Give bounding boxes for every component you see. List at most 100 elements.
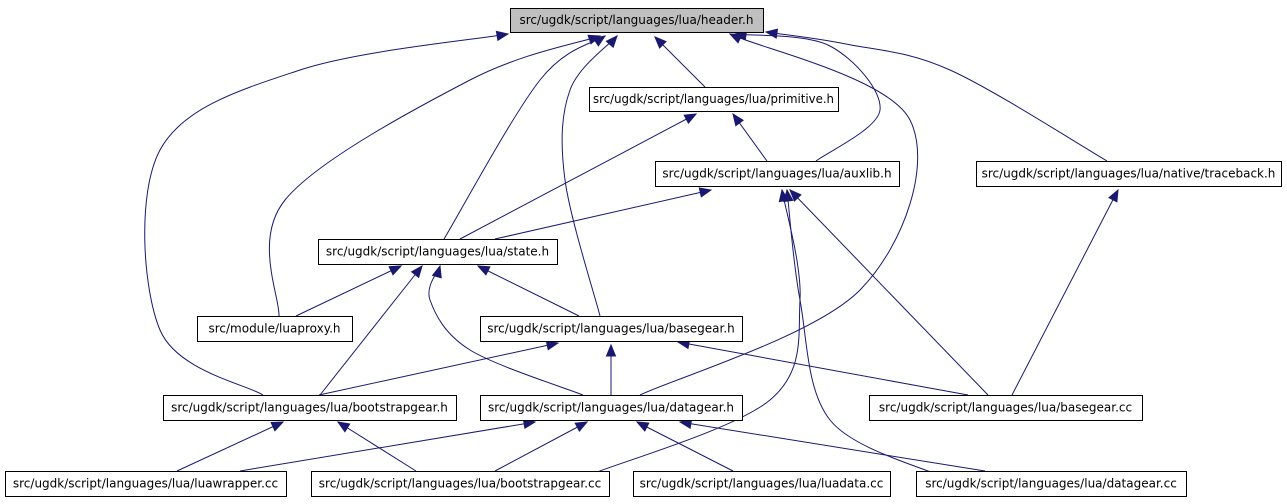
node-state[interactable]: src/ugdk/script/languages/lua/state.h [318, 239, 558, 265]
edge-line [337, 421, 417, 472]
arrowhead-icon [783, 188, 794, 203]
edge-luadata-cc-to-datagear-h [635, 421, 734, 472]
edge-auxlib-to-primitive [732, 112, 768, 162]
edge-basegear-h-to-state [476, 265, 580, 317]
edge-line [591, 189, 801, 475]
edge-line [494, 421, 588, 472]
node-datagear-cc[interactable]: src/ugdk/script/languages/lua/datagear.c… [916, 471, 1187, 497]
node-label: src/ugdk/script/languages/lua/basegear.h [487, 322, 735, 336]
edge-bootstrapgear-h-to-header [144, 30, 510, 396]
edge-line [459, 113, 697, 240]
node-label: src/ugdk/script/languages/lua/header.h [520, 13, 754, 27]
edge-line [734, 33, 881, 162]
node-box [311, 471, 610, 497]
edge-state-to-auxlib [494, 187, 713, 240]
edge-line [176, 421, 284, 472]
edge-state-to-header [443, 35, 607, 240]
node-label: src/module/luaproxy.h [208, 322, 340, 336]
node-label: src/ugdk/script/languages/lua/luadata.cc [640, 477, 884, 491]
node-label: src/ugdk/script/languages/lua/basegear.c… [879, 401, 1132, 415]
edge-line [677, 341, 969, 396]
arrowhead-icon [728, 33, 743, 44]
edge-datagear-h-to-header [639, 33, 919, 396]
edge-basegear-cc-to-traceback [1011, 188, 1119, 396]
node-label: src/ugdk/script/languages/lua/state.h [326, 245, 549, 259]
node-label: src/ugdk/script/languages/lua/datagear.h [488, 401, 734, 415]
edge-line [428, 265, 584, 396]
edge-line [239, 421, 536, 472]
edge-line [144, 33, 509, 396]
edge-line [269, 35, 601, 317]
nodes-layer: src/ugdk/script/languages/lua/header.h sr… [5, 8, 1282, 497]
arrowhead-icon [574, 421, 589, 432]
edge-line [636, 421, 734, 472]
edge-line [654, 36, 706, 88]
edge-bootstrapgear-cc-to-bootstrapgear-h [336, 421, 417, 472]
edge-luaproxy-to-header [269, 34, 602, 317]
arrowhead-icon [545, 340, 560, 351]
edge-datagear-cc-to-auxlib [783, 188, 941, 477]
node-luadata-cc[interactable]: src/ugdk/script/languages/lua/luadata.cc [633, 471, 891, 497]
edge-bootstrapgear-cc-to-datagear-h [494, 421, 589, 472]
node-box [163, 395, 457, 421]
node-luaproxy[interactable]: src/module/luaproxy.h [197, 316, 353, 342]
edge-line [679, 421, 986, 472]
node-label: src/ugdk/script/languages/lua/bootstrapg… [171, 401, 448, 415]
arrowhead-icon [270, 421, 285, 432]
edge-line [765, 31, 1108, 162]
edge-basegear-cc-to-basegear-h [676, 338, 969, 396]
node-luawrapper-cc[interactable]: src/ugdk/script/languages/lua/luawrapper… [5, 471, 287, 497]
edge-basegear-cc-to-auxlib [789, 189, 989, 396]
node-basegear-h[interactable]: src/ugdk/script/languages/lua/basegear.h [480, 316, 743, 342]
arrowhead-icon [698, 187, 713, 198]
node-basegear-cc[interactable]: src/ugdk/script/languages/lua/basegear.c… [869, 395, 1143, 421]
edge-line [1011, 189, 1119, 396]
edge-line [443, 35, 606, 240]
arrowhead-icon [683, 113, 698, 124]
node-primitive[interactable]: src/ugdk/script/languages/lua/primitive.… [589, 87, 839, 112]
edge-luaproxy-to-state [295, 265, 403, 317]
arrowhead-icon [764, 28, 779, 39]
arrowhead-icon [336, 421, 351, 433]
edge-luawrapper-cc-to-bootstrapgear-h [176, 421, 285, 472]
node-auxlib[interactable]: src/ugdk/script/languages/lua/auxlib.h [655, 161, 900, 187]
arrowhead-icon [431, 264, 442, 279]
edge-line [295, 265, 402, 317]
node-box [318, 239, 558, 265]
node-box [480, 316, 743, 342]
node-box [869, 395, 1143, 421]
arrowhead-icon [1108, 188, 1119, 203]
arrowhead-icon [495, 30, 510, 42]
node-label: src/ugdk/script/languages/lua/bootstrapg… [319, 477, 601, 491]
edge-line [494, 189, 712, 240]
arrowhead-icon [476, 265, 491, 276]
node-box [197, 316, 353, 342]
node-datagear-h[interactable]: src/ugdk/script/languages/lua/datagear.h [480, 395, 743, 421]
node-label: src/ugdk/script/languages/lua/datagear.c… [925, 477, 1177, 491]
node-bootstrapgear-h[interactable]: src/ugdk/script/languages/lua/bootstrapg… [163, 395, 457, 421]
node-box [480, 395, 743, 421]
arrowhead-icon [587, 34, 602, 45]
node-box [976, 161, 1282, 187]
edge-line [561, 35, 618, 317]
node-label: src/ugdk/script/languages/lua/luawrapper… [13, 477, 278, 491]
edge-line [639, 33, 919, 396]
arrowhead-icon [635, 421, 650, 432]
node-bootstrapgear-cc[interactable]: src/ugdk/script/languages/lua/bootstrapg… [311, 471, 610, 497]
edge-bootstrapgear-h-to-state [319, 264, 423, 396]
node-header[interactable]: src/ugdk/script/languages/lua/header.h [510, 8, 764, 33]
edge-basegear-h-to-header [561, 35, 618, 317]
arrowhead-icon [732, 112, 744, 127]
node-label: src/ugdk/script/languages/lua/native/tra… [982, 167, 1276, 181]
node-box [510, 8, 764, 33]
edge-line [319, 265, 423, 396]
edge-line [318, 342, 559, 396]
edges-layer [144, 28, 1119, 477]
edge-datagear-h-to-state [428, 264, 584, 396]
node-traceback[interactable]: src/ugdk/script/languages/lua/native/tra… [976, 161, 1282, 187]
node-box [5, 471, 287, 497]
edge-line [786, 189, 941, 477]
edge-line [789, 189, 989, 396]
edge-datagear-cc-to-datagear-h [678, 418, 986, 472]
